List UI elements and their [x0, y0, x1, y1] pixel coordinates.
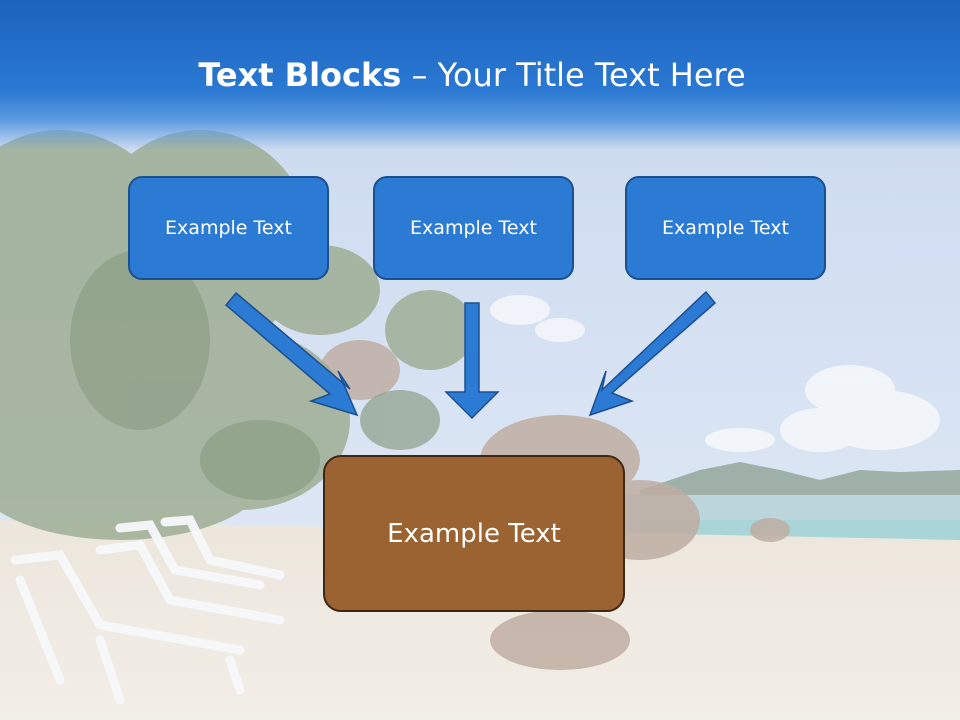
text-block-top-right[interactable]: Example Text [625, 176, 826, 280]
title-rest-part: Your Title Text Here [437, 56, 746, 94]
text-block-label: Example Text [410, 217, 537, 239]
text-block-top-center[interactable]: Example Text [373, 176, 574, 280]
title-band [0, 0, 960, 150]
text-block-bottom[interactable]: Example Text [323, 455, 625, 612]
title-dash: – [401, 56, 438, 94]
slide-title: Text Blocks – Your Title Text Here [0, 52, 944, 98]
text-block-label: Example Text [387, 518, 561, 549]
text-block-label: Example Text [165, 217, 292, 239]
text-block-top-left[interactable]: Example Text [128, 176, 329, 280]
text-block-label: Example Text [662, 217, 789, 239]
title-bold-part: Text Blocks [198, 56, 402, 94]
